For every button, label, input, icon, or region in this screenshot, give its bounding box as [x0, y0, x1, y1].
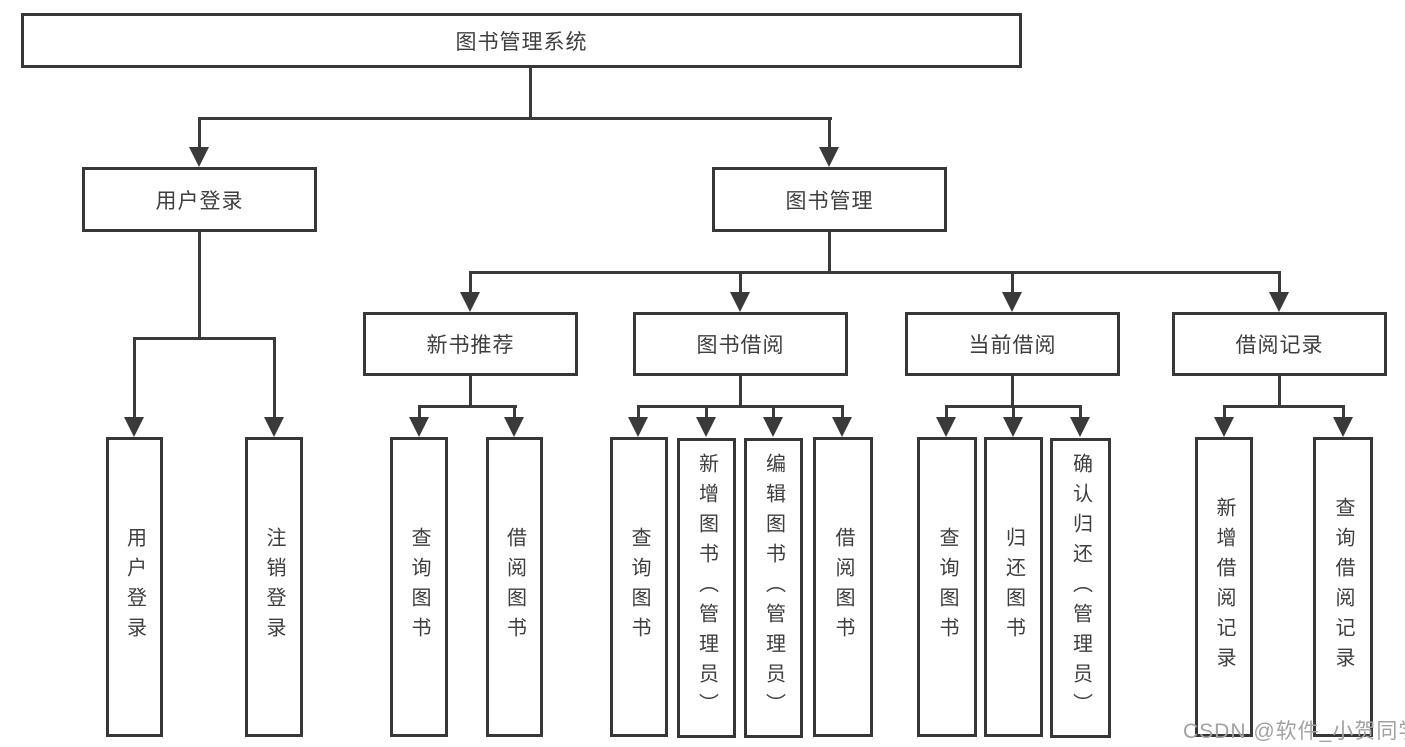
arrowhead-down-icon [1003, 417, 1023, 437]
arrowhead-down-icon [819, 147, 839, 167]
arrowhead-down-icon [460, 292, 480, 312]
leaf-add-book-admin: 新增图书（管理员） [677, 438, 736, 738]
arrowhead-down-icon [730, 292, 750, 312]
connector-line [133, 337, 275, 340]
arrowhead-down-icon [628, 417, 648, 437]
leaf-label: 编辑图书（管理员） [762, 453, 785, 723]
leaf-add-borrow-record: 新增借阅记录 [1195, 437, 1253, 737]
node-label: 图书管理 [785, 189, 874, 213]
connector-line [133, 337, 136, 419]
connector-line [637, 405, 844, 408]
node-book-borrow: 图书借阅 [633, 312, 848, 376]
connector-line [1223, 405, 1345, 408]
leaf-query-borrow-record: 查询借阅记录 [1313, 437, 1373, 737]
arrowhead-down-icon [189, 147, 209, 167]
node-label: 当前借阅 [968, 334, 1057, 357]
connector-line [1223, 405, 1226, 419]
leaf-label: 查询图书 [628, 527, 650, 647]
connector-line [1278, 271, 1281, 293]
connector-line [739, 271, 742, 293]
connector-line [1342, 405, 1345, 419]
connector-line [198, 232, 201, 337]
connector-line [469, 271, 1281, 274]
node-current-borrow: 当前借阅 [905, 312, 1120, 376]
connector-line [1011, 271, 1014, 293]
connector-line [828, 232, 831, 271]
arrowhead-down-icon [1070, 417, 1090, 437]
connector-line [418, 405, 517, 408]
arrowhead-down-icon [696, 417, 716, 437]
leaf-query-books: 查询图书 [390, 437, 448, 737]
connector-line [529, 68, 532, 120]
connector-line [637, 405, 640, 419]
node-label: 图书管理系统 [455, 30, 588, 54]
leaf-borrow-books: 借阅图书 [813, 437, 873, 737]
connector-line [739, 376, 742, 405]
connector-line [469, 271, 472, 293]
node-user-login: 用户登录 [82, 167, 317, 232]
leaf-label: 新增借阅记录 [1213, 497, 1235, 677]
connector-line [273, 337, 276, 419]
leaf-label: 确认归还（管理员） [1069, 453, 1092, 723]
csdn-watermark: CSDN @软件_小贺同学 [1183, 720, 1405, 743]
connector-line [1079, 405, 1082, 419]
connector-line [469, 376, 472, 405]
arrowhead-down-icon [409, 417, 429, 437]
leaf-logout: 注销登录 [245, 437, 303, 737]
leaf-query-books: 查询图书 [610, 437, 668, 737]
leaf-user-login: 用户登录 [106, 437, 163, 737]
arrowhead-down-icon [1333, 417, 1353, 437]
leaf-label: 查询图书 [936, 527, 958, 647]
node-label: 用户登录 [155, 189, 244, 213]
node-label: 借阅记录 [1235, 334, 1324, 357]
node-label: 图书借阅 [696, 334, 785, 357]
connector-line [841, 405, 844, 419]
node-borrow-records: 借阅记录 [1172, 312, 1387, 376]
connector-line [1012, 405, 1015, 419]
arrowhead-down-icon [1002, 292, 1022, 312]
connector-line [418, 405, 421, 419]
leaf-label: 归还图书 [1002, 527, 1025, 647]
leaf-label: 用户登录 [123, 527, 146, 647]
arrowhead-down-icon [763, 417, 783, 437]
leaf-return-books: 归还图书 [984, 437, 1043, 737]
node-book-management: 图书管理 [712, 167, 947, 232]
node-new-book-recommend: 新书推荐 [363, 312, 578, 376]
arrowhead-down-icon [832, 417, 852, 437]
arrowhead-down-icon [264, 417, 284, 437]
leaf-label: 查询借阅记录 [1332, 497, 1354, 677]
connector-line [198, 117, 832, 120]
leaf-edit-book-admin: 编辑图书（管理员） [744, 438, 803, 738]
node-root-system: 图书管理系统 [21, 13, 1022, 68]
arrowhead-down-icon [1269, 292, 1289, 312]
connector-line [945, 405, 948, 419]
connector-line [1011, 376, 1014, 405]
leaf-label: 借阅图书 [832, 527, 854, 647]
node-label: 新书推荐 [426, 334, 515, 357]
arrowhead-down-icon [1214, 417, 1234, 437]
leaf-label: 注销登录 [263, 527, 285, 647]
connector-line [705, 405, 708, 419]
leaf-label: 新增图书（管理员） [695, 453, 718, 723]
connector-line [772, 405, 775, 419]
leaf-confirm-return-admin: 确认归还（管理员） [1050, 438, 1111, 738]
arrowhead-down-icon [936, 417, 956, 437]
leaf-query-books: 查询图书 [917, 437, 977, 737]
leaf-label: 查询图书 [408, 527, 430, 647]
connector-line [513, 405, 516, 419]
arrowhead-down-icon [124, 417, 144, 437]
connector-line [1278, 376, 1281, 405]
connector-line [828, 117, 831, 149]
leaf-label: 借阅图书 [503, 527, 526, 647]
arrowhead-down-icon [504, 417, 524, 437]
connector-line [198, 117, 201, 149]
leaf-borrow-books: 借阅图书 [486, 437, 543, 737]
